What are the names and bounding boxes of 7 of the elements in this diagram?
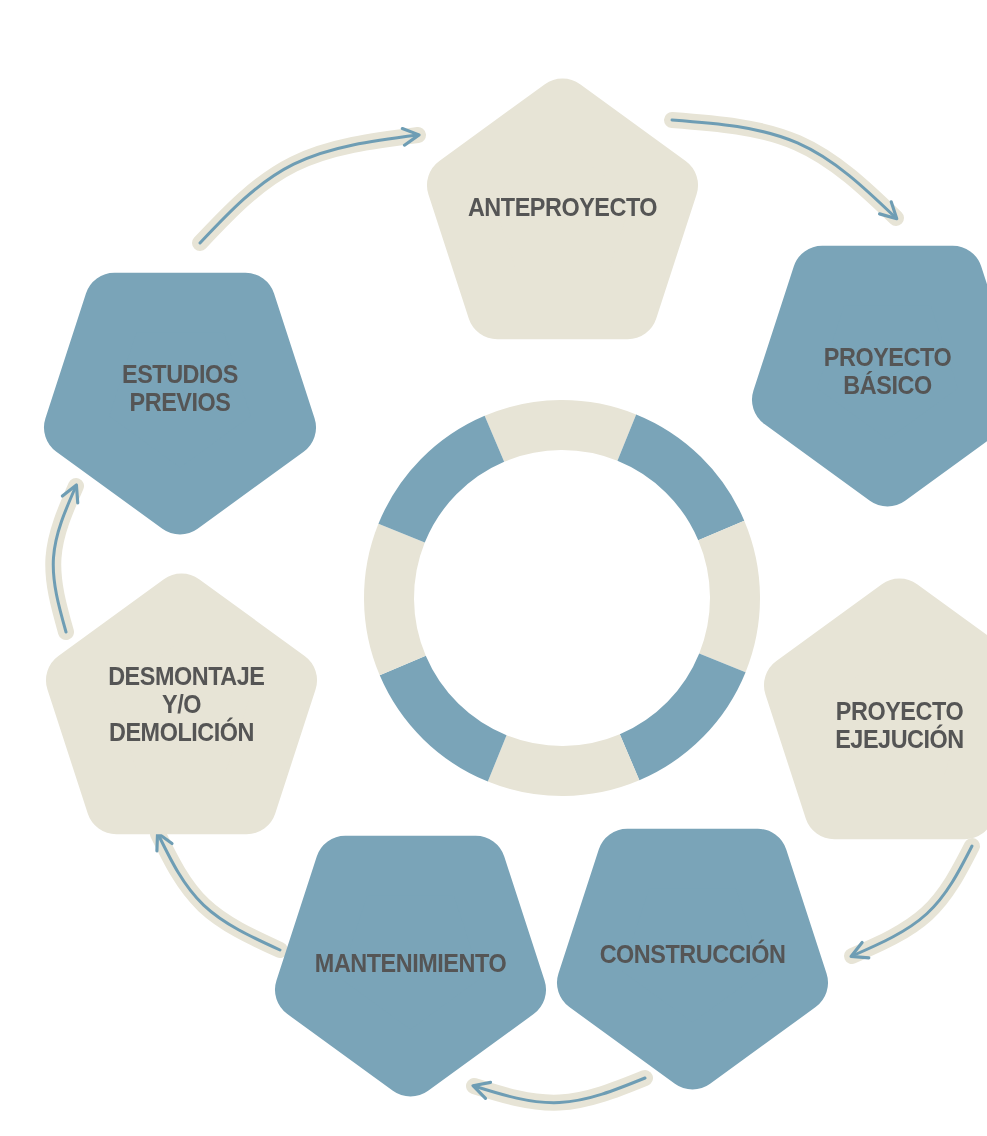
stage-label: MANTENIMIENTO xyxy=(313,949,508,977)
stage-label: ESTUDIOS PREVIOS xyxy=(121,360,239,416)
stage-label: PROYECTO EJEJUCIÓN xyxy=(834,697,965,753)
stage-label: PROYECTO BÁSICO xyxy=(822,343,953,399)
stage-label: CONSTRUCCIÓN xyxy=(598,940,787,968)
stage-label: ANTEPROYECTO xyxy=(466,193,659,221)
stage-label: DESMONTAJE Y/O DEMOLICIÓN xyxy=(107,662,266,746)
